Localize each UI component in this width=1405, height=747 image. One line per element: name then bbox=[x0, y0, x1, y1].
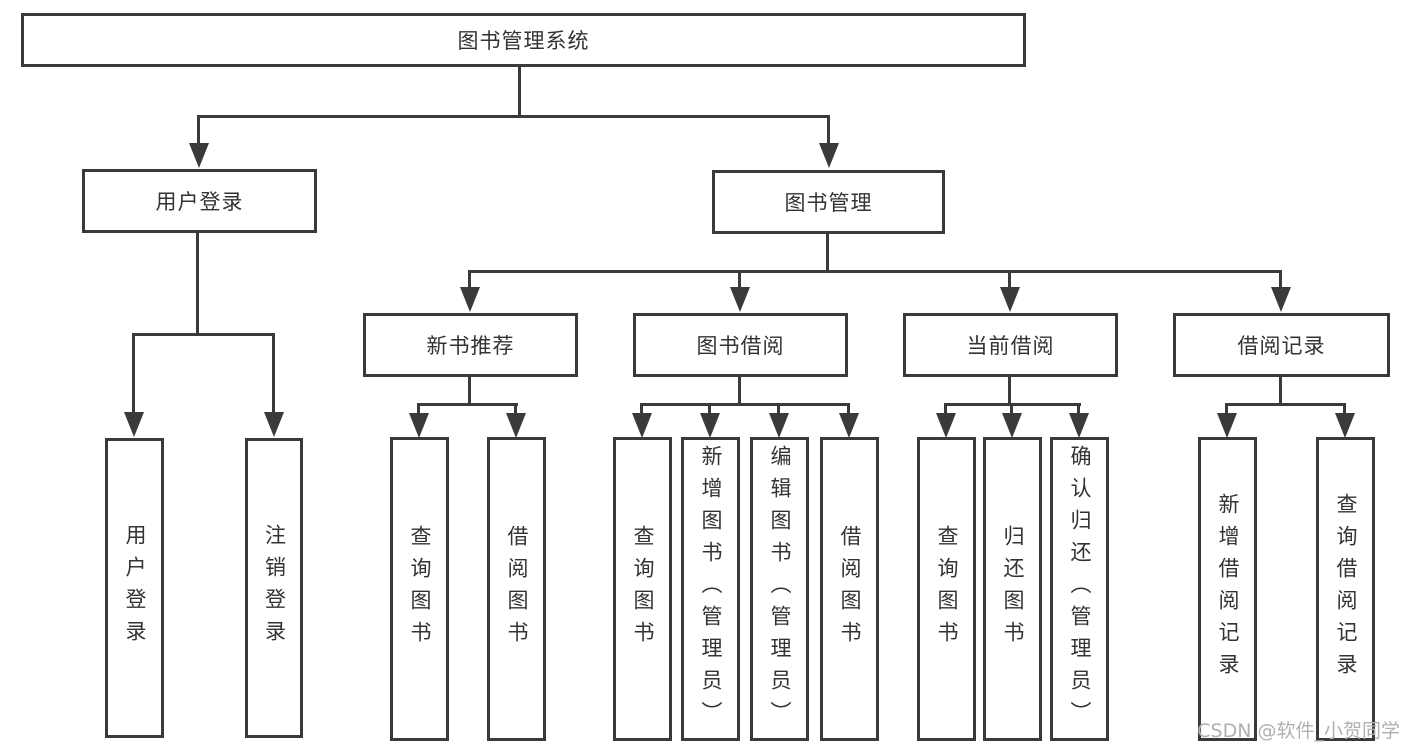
arrowhead-down-icon bbox=[730, 287, 750, 312]
leaf-user-login-label: 用户登录 bbox=[123, 524, 147, 652]
arrowhead-down-icon bbox=[1000, 287, 1020, 312]
connector-drop bbox=[640, 403, 643, 415]
node-borrowing-records-label: 借阅记录 bbox=[1237, 334, 1326, 358]
leaf-label: 新增图书（管理员） bbox=[699, 445, 723, 733]
leaf-label: 确认归还（管理员） bbox=[1068, 445, 1092, 733]
connector-drop-leaf-user-login bbox=[132, 333, 135, 413]
connector-drop bbox=[1010, 403, 1013, 415]
arrowhead-down-icon bbox=[839, 413, 859, 438]
connector-book-management-stem bbox=[826, 234, 829, 272]
leaf-edit-book-admin: 编辑图书（管理员） bbox=[750, 437, 809, 741]
connector-drop-book-management bbox=[827, 115, 830, 143]
arrowhead-down-icon bbox=[506, 413, 526, 438]
leaf-label: 查询图书 bbox=[408, 525, 432, 653]
leaf-query-books-recommend: 查询图书 bbox=[390, 437, 449, 741]
connector-drop-user-login bbox=[197, 115, 200, 143]
node-new-book-recommend-label: 新书推荐 bbox=[426, 334, 515, 358]
leaf-add-borrow-record: 新增借阅记录 bbox=[1198, 437, 1257, 741]
leaf-label: 编辑图书（管理员） bbox=[768, 445, 792, 733]
arrowhead-down-icon bbox=[409, 413, 429, 438]
connector-drop-current-borrowing bbox=[1008, 270, 1011, 288]
connector-drop bbox=[1225, 403, 1228, 415]
leaf-label: 查询图书 bbox=[935, 525, 959, 653]
connector-borrowing-records-stem bbox=[1279, 377, 1282, 406]
connector-level3-rail bbox=[468, 270, 1282, 273]
connector-root-stem bbox=[518, 67, 521, 117]
connector-drop bbox=[1077, 403, 1080, 415]
leaf-query-books-current: 查询图书 bbox=[917, 437, 976, 741]
leaf-label: 归还图书 bbox=[1001, 525, 1025, 653]
connector-current-borrowing-stem bbox=[1008, 377, 1011, 406]
arrowhead-down-icon bbox=[189, 143, 209, 168]
connector-drop bbox=[777, 403, 780, 415]
arrowhead-down-icon bbox=[1271, 287, 1291, 312]
node-root: 图书管理系统 bbox=[21, 13, 1026, 67]
leaf-user-login: 用户登录 bbox=[105, 438, 164, 738]
node-current-borrowing-label: 当前借阅 bbox=[966, 334, 1055, 358]
arrowhead-down-icon bbox=[1335, 413, 1355, 438]
connector-drop bbox=[417, 403, 420, 415]
node-book-management: 图书管理 bbox=[712, 170, 945, 234]
connector-drop-book-borrowing bbox=[738, 270, 741, 288]
leaf-return-books: 归还图书 bbox=[983, 437, 1042, 741]
arrowhead-down-icon bbox=[700, 413, 720, 438]
arrowhead-down-icon bbox=[936, 413, 956, 438]
connector-new-book-stem bbox=[468, 377, 471, 406]
node-new-book-recommend: 新书推荐 bbox=[363, 313, 578, 377]
node-borrowing-records: 借阅记录 bbox=[1173, 313, 1390, 377]
connector-drop-borrowing-records bbox=[1279, 270, 1282, 288]
connector-new-book-rail bbox=[418, 403, 518, 406]
node-book-borrowing: 图书借阅 bbox=[633, 313, 848, 377]
node-user-login-label: 用户登录 bbox=[155, 190, 244, 214]
node-root-label: 图书管理系统 bbox=[457, 29, 590, 53]
node-book-borrowing-label: 图书借阅 bbox=[696, 334, 785, 358]
connector-drop bbox=[847, 403, 850, 415]
connector-borrowing-records-rail bbox=[1226, 403, 1346, 406]
leaf-label: 借阅图书 bbox=[838, 525, 862, 653]
leaf-query-borrow-record: 查询借阅记录 bbox=[1316, 437, 1375, 741]
connector-user-login-rail bbox=[133, 333, 275, 336]
connector-level1-rail bbox=[197, 115, 830, 118]
arrowhead-down-icon bbox=[1217, 413, 1237, 438]
arrowhead-down-icon bbox=[632, 413, 652, 438]
leaf-borrow-books-recommend: 借阅图书 bbox=[487, 437, 546, 741]
leaf-logout-label: 注销登录 bbox=[262, 524, 287, 652]
connector-book-borrowing-stem bbox=[738, 377, 741, 406]
connector-drop bbox=[514, 403, 517, 415]
arrowhead-down-icon bbox=[264, 412, 284, 437]
arrowhead-down-icon bbox=[124, 412, 144, 437]
node-user-login: 用户登录 bbox=[82, 169, 317, 233]
arrowhead-down-icon bbox=[819, 143, 839, 168]
connector-drop bbox=[944, 403, 947, 415]
connector-drop bbox=[1343, 403, 1346, 415]
leaf-confirm-return-admin: 确认归还（管理员） bbox=[1050, 437, 1109, 741]
connector-user-login-stem bbox=[196, 233, 199, 335]
connector-drop-leaf-logout bbox=[272, 333, 275, 413]
node-current-borrowing: 当前借阅 bbox=[903, 313, 1118, 377]
arrowhead-down-icon bbox=[1002, 413, 1022, 438]
arrowhead-down-icon bbox=[769, 413, 789, 438]
leaf-label: 新增借阅记录 bbox=[1216, 493, 1240, 685]
connector-book-borrowing-rail bbox=[641, 403, 850, 406]
leaf-logout: 注销登录 bbox=[245, 438, 303, 738]
arrowhead-down-icon bbox=[460, 287, 480, 312]
leaf-label: 查询图书 bbox=[631, 525, 655, 653]
connector-drop bbox=[708, 403, 711, 415]
leaf-query-books-borrowing: 查询图书 bbox=[613, 437, 672, 741]
leaf-add-book-admin: 新增图书（管理员） bbox=[681, 437, 740, 741]
node-book-management-label: 图书管理 bbox=[784, 191, 873, 215]
csdn-watermark: CSDN @软件_小贺同学 bbox=[1197, 720, 1400, 742]
connector-drop-new-book bbox=[468, 270, 471, 288]
arrowhead-down-icon bbox=[1069, 413, 1089, 438]
leaf-borrow-books-borrowing: 借阅图书 bbox=[820, 437, 879, 741]
leaf-label: 借阅图书 bbox=[505, 525, 529, 653]
leaf-label: 查询借阅记录 bbox=[1334, 493, 1358, 685]
